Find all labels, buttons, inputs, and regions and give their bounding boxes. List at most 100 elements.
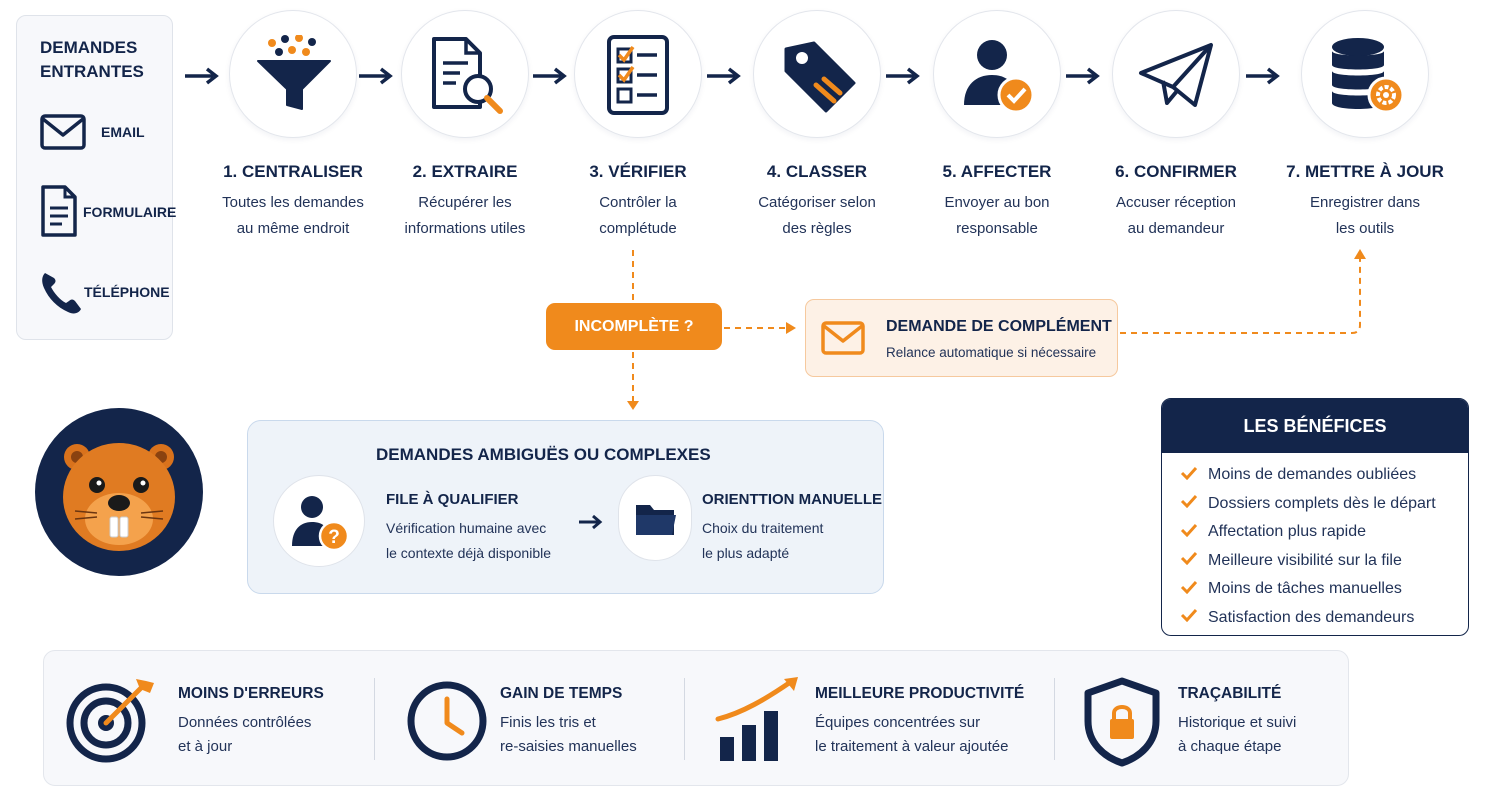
envelope-icon	[821, 321, 865, 355]
check-icon	[1180, 523, 1208, 542]
outcome-traceability: TRAÇABILITÉ Historique et suivi à chaque …	[1054, 651, 1350, 787]
outcome-title: TRAÇABILITÉ	[1178, 685, 1282, 702]
step-desc: Toutes les demandes	[222, 194, 364, 211]
step-desc: les outils	[1335, 220, 1395, 237]
database-gear-icon	[1332, 38, 1405, 114]
shield-lock-icon	[1084, 677, 1160, 767]
funnel-icon	[257, 35, 331, 110]
step-confirm: 6. CONFIRMER Accuser réception au demande…	[1090, 10, 1260, 250]
step-classify: 4. CLASSER Catégoriser selon des règles	[731, 10, 901, 250]
check-icon	[1180, 580, 1208, 599]
benefit-item: Dossiers complets dès le départ	[1180, 490, 1468, 519]
benefit-item: Moins de demandes oubliées	[1180, 461, 1468, 490]
divider	[1054, 678, 1055, 760]
tag-icon	[784, 41, 856, 113]
outcome-desc: Données contrôlées	[178, 714, 312, 731]
step-title: 1. CENTRALISER	[223, 162, 363, 181]
step-centralize: 1. CENTRALISER Toutes les demandes au mêm…	[207, 10, 377, 250]
outcome-title: MOINS D'ERREURS	[178, 685, 324, 702]
step-desc: Contrôler la	[599, 194, 677, 211]
channel-form: FORMULAIRE	[39, 184, 179, 237]
outcome-title: GAIN DE TEMPS	[500, 685, 623, 702]
checklist-icon	[607, 35, 669, 115]
channel-phone: TÉLÉPHONE	[39, 268, 179, 318]
flow-arrow-icon	[886, 67, 920, 85]
benefits-title: LES BÉNÉFICES	[1162, 399, 1468, 453]
outcome-title: MEILLEURE PRODUCTIVITÉ	[815, 685, 1025, 702]
step-verify: 3. VÉRIFIER Contrôler la complétude	[552, 10, 722, 250]
incomplete-decision: INCOMPLÈTE ?	[546, 303, 722, 350]
flow-arrow-icon	[1246, 67, 1280, 85]
outcome-productivity: MEILLEURE PRODUCTIVITÉ Équipes concentré…	[684, 651, 1054, 787]
outcome-desc: Équipes concentrées sur	[815, 714, 981, 731]
channel-label: TÉLÉPHONE	[84, 284, 170, 300]
check-icon	[1180, 466, 1208, 485]
benefit-item: Meilleure visibilité sur la file	[1180, 547, 1468, 576]
flow-arrow-icon	[1066, 67, 1100, 85]
outcome-desc: à chaque étape	[1178, 738, 1282, 755]
queue-desc: le contexte déjà disponible	[386, 545, 552, 561]
divider	[684, 678, 685, 760]
step-title: 5. AFFECTER	[942, 162, 1052, 181]
step-desc: Accuser réception	[1115, 194, 1237, 211]
step-title: 3. VÉRIFIER	[589, 162, 687, 181]
queue-desc: Vérification humaine avec	[386, 520, 547, 536]
step-desc: au demandeur	[1127, 220, 1225, 237]
manual-desc: Choix du traitement	[702, 520, 824, 536]
step-desc: Envoyer au bon	[944, 194, 1050, 211]
step-desc: responsable	[956, 220, 1038, 237]
envelope-icon	[40, 114, 86, 150]
flow-arrow-icon	[707, 67, 741, 85]
target-icon	[66, 679, 154, 763]
bottom-outcomes-strip: MOINS D'ERREURS Données contrôlées et à j…	[43, 650, 1349, 786]
outcome-desc: Historique et suivi	[1178, 714, 1297, 731]
step-title: 4. CLASSER	[766, 162, 868, 181]
manual-title: ORIENTTION MANUELLE	[702, 491, 882, 508]
flow-arrow-icon	[533, 67, 567, 85]
step-desc: Récupérer les	[418, 194, 512, 211]
complement-request-box: DEMANDE DE COMPLÉMENT Relance automatiqu…	[805, 299, 1118, 377]
step-title: 6. CONFIRMER	[1115, 162, 1237, 181]
flow-arrow-icon	[579, 514, 603, 530]
benefit-item: Moins de tâches manuelles	[1180, 575, 1468, 604]
ambiguous-requests-box: DEMANDES AMBIGUËS OU COMPLEXES ? FILE À …	[247, 420, 884, 594]
complement-desc: Relance automatique si nécessaire	[886, 345, 1097, 360]
channel-email: EMAIL	[39, 112, 179, 162]
check-icon	[1180, 494, 1208, 513]
document-icon	[41, 185, 77, 237]
step-desc: informations utiles	[404, 220, 526, 237]
step-desc: des règles	[782, 220, 852, 237]
step-title: 2. EXTRAIRE	[412, 162, 518, 181]
step-title: 7. METTRE À JOUR	[1286, 162, 1444, 181]
channel-label: FORMULAIRE	[83, 204, 177, 220]
step-desc: au même endroit	[236, 220, 350, 237]
growth-chart-icon	[715, 677, 798, 761]
benefits-panel: LES BÉNÉFICES Moins de demandes oubliées…	[1161, 398, 1469, 636]
benefit-item: Satisfaction des demandeurs	[1180, 604, 1468, 633]
user-question-icon: ?	[292, 496, 350, 552]
folder-icon	[636, 505, 676, 535]
outcome-desc: re-saisies manuelles	[500, 738, 637, 755]
step-desc: Catégoriser selon	[758, 194, 876, 211]
outcome-desc: et à jour	[178, 738, 233, 755]
ambiguous-title: DEMANDES AMBIGUËS OU COMPLEXES	[376, 445, 711, 464]
user-check-icon	[964, 40, 1035, 114]
step-assign: 5. AFFECTER Envoyer au bon responsable	[911, 10, 1081, 250]
benefit-item: Affectation plus rapide	[1180, 518, 1468, 547]
beaver-mascot-icon	[35, 408, 203, 576]
step-desc: Enregistrer dans	[1309, 194, 1421, 211]
step-desc: complétude	[599, 220, 677, 237]
manual-desc: le plus adapté	[702, 545, 790, 561]
step-extract: 2. EXTRAIRE Récupérer les informations ut…	[379, 10, 549, 250]
phone-icon	[42, 273, 81, 314]
paper-plane-icon	[1139, 43, 1213, 107]
flow-arrow-icon	[359, 67, 393, 85]
step-update: 7. METTRE À JOUR Enregistrer dans les out…	[1279, 10, 1449, 250]
outcome-fewer-errors: MOINS D'ERREURS Données contrôlées et à j…	[44, 651, 374, 787]
check-icon	[1180, 551, 1208, 570]
document-search-icon	[432, 37, 503, 114]
flow-arrow-icon	[185, 67, 219, 85]
channel-label: EMAIL	[101, 124, 145, 140]
